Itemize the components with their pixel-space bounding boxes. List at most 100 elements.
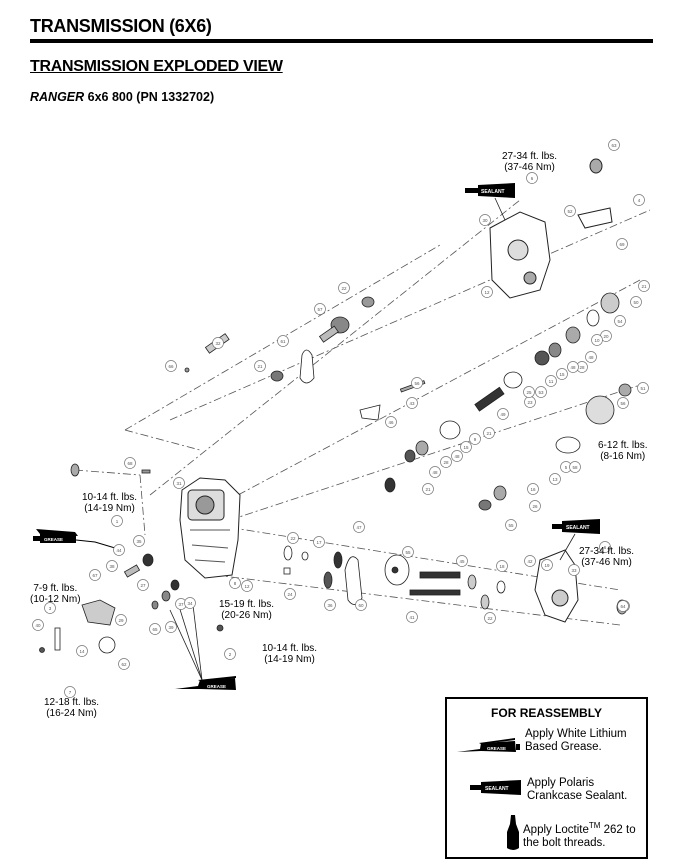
torque-value: 10-14 ft. lbs. [82,492,138,503]
part-callout: 48 [567,361,579,373]
tube-label: GREASE [487,746,506,751]
part-callout: 33 [568,564,580,576]
torque-metric: (14-19 Nm) [264,654,315,665]
callout-number: 29 [118,618,124,623]
callout-circle [549,473,561,485]
callout-number: 7 [69,690,72,695]
part-callout: 63 [608,139,620,151]
torque-value: 10-14 ft. lbs. [262,643,318,654]
part-callout: 30 [479,214,491,226]
callout-number: 3 [49,606,52,611]
grease-gun-icon: GREASE [457,738,520,752]
callout-circle [483,427,495,439]
callout-circle [617,397,629,409]
part-callout: 34 [184,597,196,609]
part-callout: 12 [481,286,493,298]
callout-circle [44,602,56,614]
part-callout: 28 [576,361,588,373]
part-callout: 53 [535,386,547,398]
callout-number: 38 [109,564,115,569]
part-callout: 41 [406,611,418,623]
callout-circle [241,580,253,592]
callout-number: 66 [168,364,174,369]
torque-value: 12-18 ft. lbs. [44,697,100,708]
part-callout: 65 [149,623,161,635]
torque-spec: 27-34 ft. lbs.(37-46 Nm) [579,546,634,568]
torque-value: 27-34 ft. lbs. [502,151,558,162]
callout-circle [616,238,628,250]
tube-label: GREASE [44,537,63,542]
callout-circle [505,519,517,531]
callout-circle [212,337,224,349]
part-callout: 48 [429,466,441,478]
part-callout: 69 [616,238,628,250]
callout-circle [32,619,44,631]
callout-circle [137,579,149,591]
callout-circle [638,280,650,292]
part-callout: 45 [456,555,468,567]
legend-line: Apply Polaris [527,777,595,789]
callout-number: 56 [620,401,626,406]
part-callout: 13 [549,473,561,485]
callout-number: 22 [341,286,347,291]
part-callout: 10 [591,334,603,346]
callout-number: 57 [317,307,323,312]
part-callout: 32 [212,337,224,349]
callout-number: 2 [229,652,232,657]
callout-number: 67 [92,573,98,578]
callout-circle [76,645,88,657]
torque-metric: (37-46 Nm) [581,557,632,568]
callout-circle [184,597,196,609]
part-callout: 60 [355,599,367,611]
callout-number: 32 [215,341,221,346]
part-callout: 36 [324,599,336,611]
part-callout: 68 [124,457,136,469]
callout-number: 69 [619,242,625,247]
part-callout: 48 [585,351,597,363]
callout-circle [535,386,547,398]
legend-item-loctite: Apply LoctiteTM 262 to the bolt threads. [523,819,636,850]
callout-circle [314,303,326,315]
axis-line [229,384,641,521]
part-callout: 62 [118,658,130,670]
output-cover [534,549,579,623]
torque-metric: (14-19 Nm) [84,503,135,514]
torque-spec: 6-12 ft. lbs.(8-16 Nm) [598,440,647,462]
callout-circle [338,282,350,294]
title-rule [30,39,653,43]
callout-number: 63 [611,143,617,148]
callout-number: 21 [425,487,431,492]
callout-circle [429,466,441,478]
callout-number: 48 [432,470,438,475]
callout-number: 15 [559,372,565,377]
callout-number: 15 [463,445,469,450]
tube-label: SEALANT [481,189,505,195]
callout-number: 55 [405,550,411,555]
legend-line: the bolt threads. [523,836,606,849]
callout-number: 58 [572,465,578,470]
part-callout: 47 [353,521,365,533]
callout-number: 65 [152,627,158,632]
gear-stack [384,292,632,511]
callout-circle [637,382,649,394]
callout-number: 61 [280,339,286,344]
callout-number: 8 [234,581,237,586]
part-callout: 66 [165,360,177,372]
part-callout: 22 [287,532,299,544]
callout-number: 40 [35,623,41,628]
callout-number: 21 [257,364,263,369]
torque-value: 6-12 ft. lbs. [598,440,648,451]
callout-number: 34 [187,601,193,606]
callout-circle [113,544,125,556]
callout-number: 46 [388,420,394,425]
section-title: TRANSMISSION (6X6) [30,16,212,36]
model-prefix: RANGER [30,90,85,104]
callout-number: 47 [356,525,362,530]
callout-circle [64,686,76,698]
part-callout: 24 [284,588,296,600]
callout-circle [313,536,325,548]
model-rest: 6x6 800 (PN 1332702) [84,90,215,104]
part-callout: 7 [64,686,76,698]
torque-spec: 7-9 ft. lbs.(10-12 Nm) [30,583,81,605]
